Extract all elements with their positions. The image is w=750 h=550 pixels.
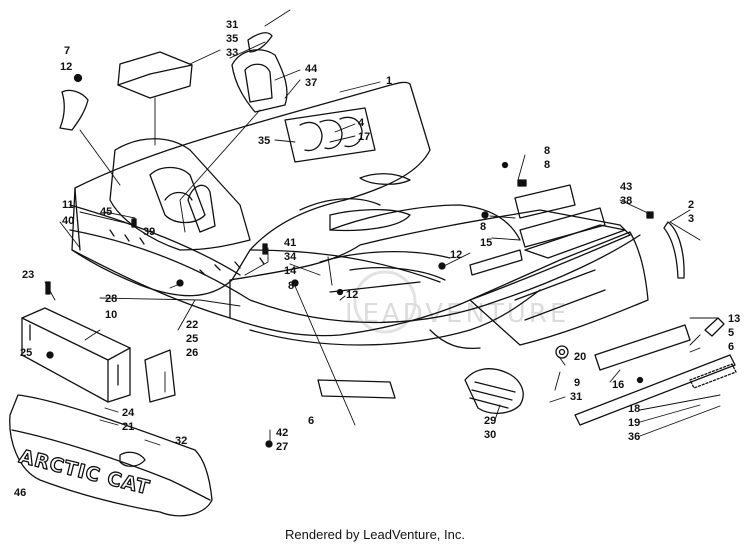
- callout-37: 37: [305, 77, 317, 89]
- callout-21: 21: [122, 421, 134, 433]
- callout-29: 29: [484, 415, 496, 427]
- callout-16: 16: [612, 379, 624, 391]
- callout-46: 46: [14, 487, 26, 499]
- callout-26: 26: [186, 347, 198, 359]
- callout-34: 34: [284, 251, 297, 263]
- callout-38: 38: [620, 195, 632, 207]
- callout-35-top: 35: [226, 33, 238, 45]
- callout-14: 14: [284, 265, 297, 277]
- callout-12-center: 12: [346, 289, 358, 301]
- watermark: LEADVENTURE: [345, 270, 569, 334]
- hardware-fasteners: [45, 73, 654, 448]
- callout-10: 10: [105, 309, 117, 321]
- callout-6-right: 6: [728, 341, 734, 353]
- callout-8-top-left: 7: [64, 45, 70, 57]
- callout-31-bottom: 31: [570, 391, 582, 403]
- callout-24: 24: [122, 407, 135, 419]
- callout-31-top: 31: [226, 19, 238, 31]
- arctic-cat-logo: ARCTIC CAT: [17, 446, 152, 500]
- leader-lines: [44, 9, 721, 447]
- callout-13: 13: [728, 313, 740, 325]
- callout-4: 4: [358, 117, 365, 129]
- callout-30: 30: [484, 429, 496, 441]
- callout-44: 44: [305, 63, 318, 75]
- callout-19: 19: [628, 417, 640, 429]
- watermark-text: LEADVENTURE: [345, 299, 569, 329]
- upper-covers: [59, 32, 288, 233]
- callout-45: 45: [100, 206, 112, 218]
- lower-right-trim: [317, 317, 737, 426]
- callout-35-mid: 35: [258, 135, 270, 147]
- callout-27: 27: [276, 441, 288, 453]
- callout-9: 9: [574, 377, 580, 389]
- callout-41: 41: [284, 237, 296, 249]
- callout-15: 15: [480, 237, 492, 249]
- hood-body-pan: [69, 81, 641, 350]
- callout-18: 18: [628, 403, 640, 415]
- callout-5: 5: [728, 327, 734, 339]
- callout-36: 36: [628, 431, 640, 443]
- callout-20: 20: [574, 351, 586, 363]
- callout-23: 23: [22, 269, 34, 281]
- callout-17: 17: [358, 131, 370, 143]
- callout-43: 43: [620, 181, 632, 193]
- callout-12-top-left: 12: [60, 61, 72, 73]
- front-nose-cap: ARCTIC CAT: [9, 394, 213, 517]
- callout-40: 40: [62, 215, 74, 227]
- callout-22: 22: [186, 319, 198, 331]
- callout-12-mid: 12: [450, 249, 462, 261]
- callout-8-center: 8: [288, 280, 294, 292]
- callout-11: 11: [62, 199, 74, 211]
- front-cross-member: [21, 307, 176, 403]
- callout-labels: 31 35 33 44 37 1 7 12 4 17 35 11 40 45 3…: [14, 19, 740, 499]
- callout-8-right-top: 8: [544, 145, 550, 157]
- mounting-brackets: [469, 184, 685, 279]
- callout-8-right-mid: 8: [480, 221, 486, 233]
- footer-credit: Rendered by LeadVenture, Inc.: [285, 527, 465, 542]
- callout-7: 8: [544, 159, 550, 171]
- callout-33: 33: [226, 47, 238, 59]
- side-panel: [469, 231, 649, 346]
- callout-25-center: 25: [186, 333, 198, 345]
- callout-2: 2: [688, 199, 694, 211]
- callout-28: 28: [105, 293, 117, 305]
- callout-39: 39: [143, 226, 155, 238]
- callout-42: 42: [276, 427, 288, 439]
- callout-1: 1: [386, 75, 392, 87]
- callout-32: 32: [175, 435, 187, 447]
- callout-6-center: 6: [308, 415, 314, 427]
- callout-25-left: 25: [20, 347, 32, 359]
- callout-3: 3: [688, 213, 694, 225]
